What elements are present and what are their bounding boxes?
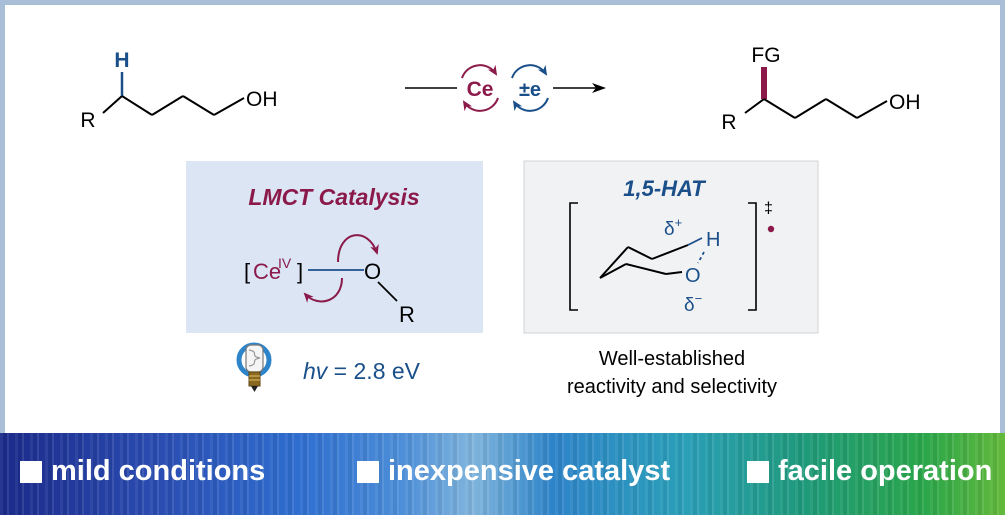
transition-state-dagger: ‡ (764, 200, 773, 217)
substrate-oh-label: OH (246, 88, 278, 111)
ts-left-bracket (569, 202, 578, 311)
electron-push-arrow-lower (303, 277, 343, 303)
chair-ring-icon (599, 244, 689, 279)
product-molecule: FG R OH (721, 44, 920, 134)
feature-facile-operation: facile operation (747, 455, 992, 488)
substrate-bond-2 (151, 95, 184, 116)
lmct-o-label: O (364, 259, 381, 284)
ce-cycle-label: Ce (467, 78, 494, 101)
hat-caption-line2: reactivity and selectivity (567, 376, 777, 398)
substrate-h-label: H (114, 49, 129, 72)
product-oh-label: OH (889, 91, 921, 114)
substrate-bond-1 (121, 95, 153, 116)
feature-inexpensive-catalyst: inexpensive catalyst (357, 455, 670, 488)
product-bond-r (744, 98, 765, 114)
bullet-square-icon (357, 460, 379, 483)
product-bond-4 (856, 100, 888, 119)
light-bulb-icon (236, 342, 272, 392)
feature-label: inexpensive catalyst (388, 455, 671, 487)
product-bond-3 (825, 98, 858, 119)
radical-dot-icon (767, 225, 775, 233)
bullet-square-icon (20, 460, 42, 483)
ce-oxidation-state: IV (278, 255, 292, 271)
feature-mild-conditions: mild conditions (20, 455, 265, 488)
substrate-bond-r (102, 95, 123, 114)
product-fg-label: FG (751, 44, 780, 67)
electron-push-arrow-upper (337, 234, 379, 263)
feature-label: facile operation (778, 455, 993, 487)
ce-right-bracket: ] (297, 259, 303, 284)
substrate-molecule: H R OH (80, 49, 277, 132)
ch-bond-ts (687, 237, 703, 246)
lmct-title: LMCT Catalysis (248, 184, 419, 210)
lmct-panel: LMCT Catalysis [ Ce IV ] O R (186, 161, 483, 333)
hat-title: 1,5-HAT (623, 176, 706, 201)
delta-plus-symbol: δ+ (664, 215, 682, 240)
hat-caption-line1: Well-established (599, 348, 745, 370)
hat-panel: 1,5-HAT ‡ H O δ+ δ− (523, 160, 819, 334)
electron-cycle-label: ±e (519, 79, 541, 101)
hat-o-label: O (685, 265, 701, 287)
light-energy-label: hv = 2.8 eV (303, 358, 421, 384)
ce-cycle-icon: Ce (461, 64, 499, 112)
o-r-bond (377, 281, 398, 302)
hat-h-label: H (706, 229, 720, 251)
lmct-panel-background (186, 161, 483, 333)
electron-cycle-icon: ±e (511, 64, 549, 112)
ts-right-bracket (748, 202, 757, 311)
substrate-r-label: R (80, 109, 95, 132)
bullet-square-icon (747, 460, 769, 483)
reaction-arrow-group: Ce ±e (405, 64, 606, 112)
product-bond-2 (794, 98, 827, 119)
reaction-scheme: H R OH Ce ±e FG R OH LMCT Cat (80, 44, 920, 398)
lmct-r-label: R (399, 302, 415, 327)
hat-panel-background (523, 160, 819, 334)
product-r-label: R (721, 111, 736, 134)
delta-minus-symbol: δ− (684, 291, 702, 316)
feature-label: mild conditions (51, 455, 266, 487)
ce-left-bracket: [ (244, 259, 250, 284)
substrate-bond-4 (213, 97, 245, 116)
features-banner: mild conditions inexpensive catalyst fac… (0, 433, 1005, 515)
ce-label: Ce (253, 259, 281, 284)
substrate-bond-3 (182, 95, 215, 116)
product-bond-1 (763, 98, 796, 119)
h-o-partial-bond (697, 251, 705, 264)
